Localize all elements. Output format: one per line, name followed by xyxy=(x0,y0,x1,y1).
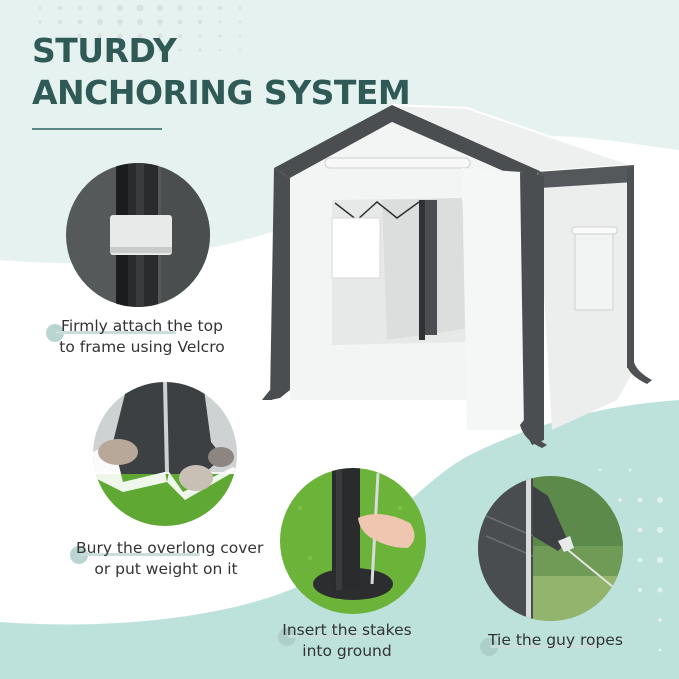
title-line-2: ANCHORING SYSTEM xyxy=(32,73,411,112)
caption-underline xyxy=(56,331,176,334)
velcro-feature-image xyxy=(66,163,210,307)
greenhouse-tent-image xyxy=(262,104,652,448)
caption-bullet-dot xyxy=(480,638,498,656)
caption-underline xyxy=(490,645,600,648)
title-underline xyxy=(32,128,162,130)
title-line-1: STURDY xyxy=(32,31,177,70)
caption-bullet-dot xyxy=(46,324,64,342)
page-title: STURDY ANCHORING SYSTEM xyxy=(32,30,411,114)
cover-caption: Bury the overlong cover or put weight on… xyxy=(70,538,263,580)
stakes-feature-image xyxy=(280,468,426,614)
ropes-caption: Tie the guy ropes xyxy=(480,630,623,656)
ropes-feature-image xyxy=(478,476,623,621)
cover-feature-image xyxy=(93,382,237,526)
stakes-caption: Insert the stakes into ground xyxy=(278,620,412,662)
velcro-caption: Firmly attach the top to frame using Vel… xyxy=(46,316,232,358)
caption-bullet-dot xyxy=(70,546,88,564)
caption-bullet-dot xyxy=(278,628,296,646)
caption-underline xyxy=(288,635,388,638)
caption-underline xyxy=(80,553,200,556)
